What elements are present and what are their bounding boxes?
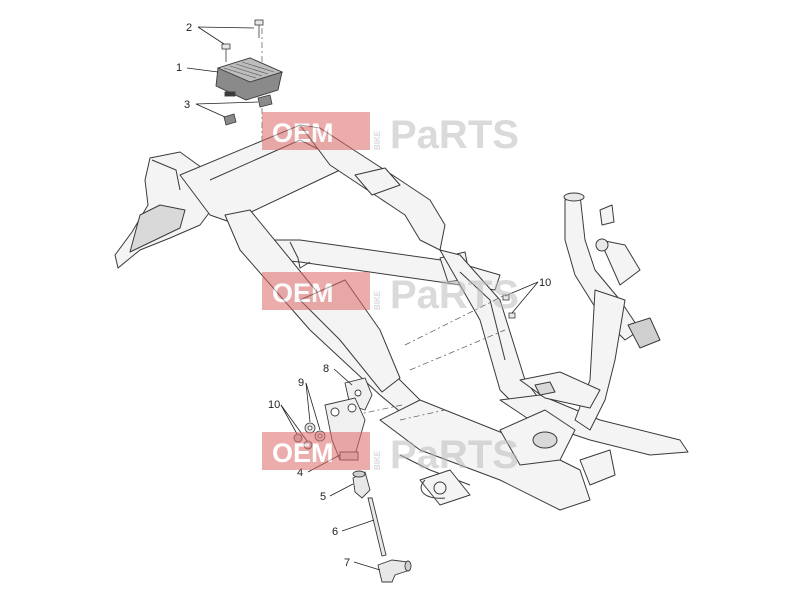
leader-lines xyxy=(186,26,539,571)
svg-text:OEM: OEM xyxy=(272,118,334,148)
callout-6: 6 xyxy=(332,526,338,538)
callout-9: 9 xyxy=(298,377,304,389)
front-down-tube xyxy=(574,289,626,431)
part-5-connector xyxy=(352,470,371,499)
frame-crossmember-top xyxy=(354,167,401,196)
callout-3: 3 xyxy=(184,99,190,111)
part-1-voltage-regulator xyxy=(215,57,284,101)
callout-labels: 2 1 3 10 8 9 10 4 5 6 7 xyxy=(176,22,551,569)
rear-fender-inner xyxy=(129,204,186,253)
callout-10-upper: 10 xyxy=(539,277,551,289)
part-2-bolt-right xyxy=(254,19,264,38)
svg-text:OEM: OEM xyxy=(272,438,334,468)
part-7-elbow-fitting xyxy=(377,559,412,583)
watermark-top: OEM BIKE PaRTS xyxy=(262,112,519,157)
part-2-bolt-left xyxy=(221,43,231,62)
callout-4: 4 xyxy=(297,467,303,479)
front-collar xyxy=(627,317,661,349)
callout-10-lower: 10 xyxy=(268,399,280,411)
scooter-frame xyxy=(114,124,689,511)
svg-text:PaRTS: PaRTS xyxy=(390,113,519,157)
svg-text:OEM: OEM xyxy=(272,278,334,308)
svg-text:BIKE: BIKE xyxy=(373,290,382,310)
svg-text:BIKE: BIKE xyxy=(373,130,382,150)
part-3-clip-right xyxy=(257,94,273,108)
frame-foot-bracket xyxy=(419,469,471,506)
part-6-rod xyxy=(367,497,387,557)
callout-2: 2 xyxy=(186,22,192,34)
frame-lower-left-rail xyxy=(379,399,591,511)
svg-text:PaRTS: PaRTS xyxy=(390,273,519,317)
callout-5: 5 xyxy=(320,491,326,503)
steering-head-top xyxy=(563,192,585,202)
callout-1: 1 xyxy=(176,62,182,74)
part-3-clip-left xyxy=(223,113,237,126)
watermark-bottom: OEM BIKE PaRTS xyxy=(262,432,519,477)
watermark-middle: OEM BIKE PaRTS xyxy=(262,272,519,317)
callout-8: 8 xyxy=(323,363,329,375)
svg-text:BIKE: BIKE xyxy=(373,450,382,470)
frame-lower-loop xyxy=(420,479,446,499)
callout-7: 7 xyxy=(344,557,350,569)
svg-text:PaRTS: PaRTS xyxy=(390,433,519,477)
